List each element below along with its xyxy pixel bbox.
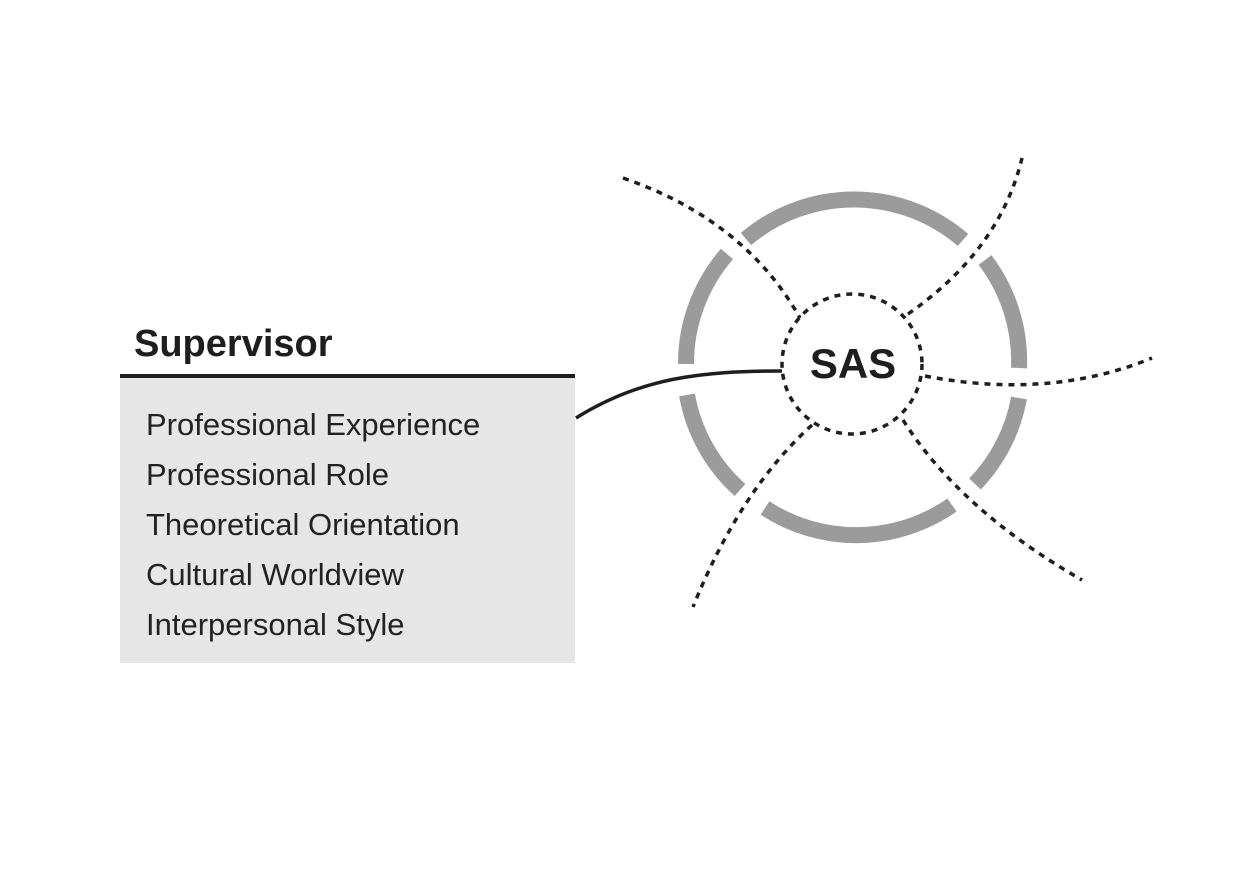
attribute-cultural-worldview: Cultural Worldview xyxy=(146,557,404,592)
outer-ring-segment-top-right xyxy=(978,255,1028,369)
sas-label: SAS xyxy=(809,340,897,387)
attribute-theoretical-orientation: Theoretical Orientation xyxy=(146,507,460,542)
dotted-line-upper-left xyxy=(622,176,802,319)
attribute-interpersonal-style: Interpersonal Style xyxy=(146,607,405,642)
attribute-professional-experience: Professional Experience xyxy=(146,407,481,442)
inner-dotted-circle xyxy=(780,292,924,436)
outer-ring-segment-top xyxy=(740,191,969,247)
supervisor-attributes-list: Professional Experience Professional Rol… xyxy=(120,378,575,650)
radiating-dotted-lines xyxy=(622,157,1153,608)
attribute-professional-role: Professional Role xyxy=(146,457,389,492)
dotted-line-right xyxy=(924,356,1153,387)
outer-ring xyxy=(677,191,1028,544)
outer-ring-segment-bottom-right xyxy=(969,396,1027,490)
outer-ring-segment-bottom-left xyxy=(679,393,746,496)
supervisor-title: Supervisor xyxy=(134,323,333,365)
dotted-line-upper-right xyxy=(907,157,1024,316)
supervisor-title-rule xyxy=(120,374,575,378)
supervisor-connector-line xyxy=(575,369,783,420)
outer-ring-segment-bottom xyxy=(760,498,957,544)
outer-ring-segment-top-left xyxy=(677,248,734,365)
supervisor-attributes-box: Professional Experience Professional Rol… xyxy=(120,378,575,663)
dotted-line-lower-right xyxy=(901,419,1083,582)
